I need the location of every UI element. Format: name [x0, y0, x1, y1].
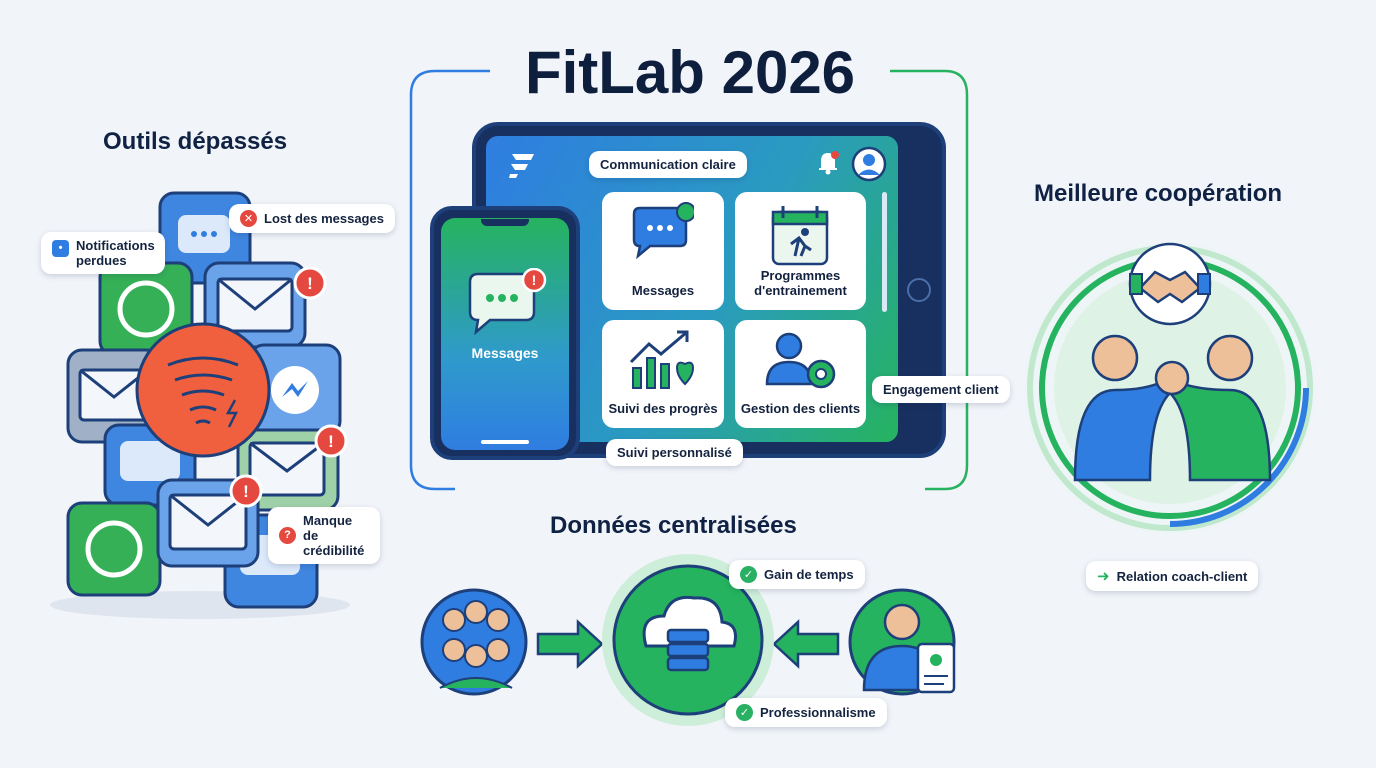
pro-label: Professionnalisme [760, 705, 876, 720]
tablet-home-button[interactable] [907, 278, 931, 302]
calendar-run-icon [771, 206, 829, 266]
card-progres-label: Suivi des progrès [608, 401, 718, 416]
time-callout: ✓ Gain de temps [729, 560, 865, 589]
card-messages-label: Messages [631, 283, 695, 298]
credibility-label: Manque de crédibilité [303, 513, 365, 558]
centralized-data-illustration [420, 554, 956, 726]
svg-text:!: ! [328, 432, 334, 451]
card-progres[interactable]: Suivi des progrès [602, 320, 724, 428]
phone-messages-label: Messages [471, 345, 539, 361]
phone-chat-icon[interactable]: ! [466, 268, 550, 340]
card-clients-label: Gestion des clients [740, 401, 861, 416]
phone-home-bar[interactable] [481, 440, 529, 444]
card-clients[interactable]: Gestion des clients [735, 320, 866, 428]
arrow-right-icon: ➜ [1097, 568, 1110, 585]
communication-callout: Communication claire [589, 151, 747, 178]
lost-messages-label: Lost des messages [264, 211, 384, 226]
question-icon: ? [279, 527, 296, 544]
x-icon: ✕ [240, 210, 257, 227]
check-icon: ✓ [740, 566, 757, 583]
user-avatar-icon[interactable] [851, 146, 887, 182]
communication-label: Communication claire [600, 157, 736, 172]
bell-icon[interactable] [815, 149, 843, 177]
time-label: Gain de temps [764, 567, 854, 582]
notifications-callout: • Notifications perdues [41, 232, 165, 274]
credibility-callout: ? Manque de crédibilité [268, 507, 380, 564]
suivi-label: Suivi personnalisé [617, 445, 732, 460]
bottom-heading: Données centralisées [550, 512, 797, 539]
chat-bubble-icon [632, 202, 694, 260]
card-programmes-label: Programmes d'entrainement [754, 268, 847, 298]
pro-callout: ✓ Professionnalisme [725, 698, 887, 727]
engagement-label: Engagement client [883, 382, 999, 397]
chaos-illustration: ! ! ! [50, 191, 350, 619]
card-programmes[interactable]: Programmes d'entrainement [735, 192, 866, 310]
client-gear-icon [765, 332, 836, 389]
phone-screen [441, 218, 569, 450]
lost-messages-callout: ✕ Lost des messages [229, 204, 395, 233]
card-messages[interactable]: Messages [602, 192, 724, 310]
cooperation-illustration [1024, 242, 1316, 534]
tablet-scrollbar[interactable] [882, 192, 887, 312]
suivi-callout: Suivi personnalisé [606, 439, 743, 466]
progress-chart-icon [629, 330, 695, 389]
center-frame [409, 69, 969, 491]
left-heading: Outils dépassés [103, 128, 288, 155]
svg-text:!: ! [532, 272, 537, 288]
page-title: FitLab 2026 [524, 39, 856, 106]
check-icon: ✓ [736, 704, 753, 721]
chat-alert-icon: • [52, 240, 69, 257]
right-heading: Meilleure coopération [1034, 180, 1283, 207]
phone-notch [481, 219, 529, 226]
relation-label: Relation coach-client [1116, 568, 1248, 584]
svg-text:!: ! [307, 274, 313, 293]
engagement-callout: Engagement client [872, 376, 1010, 403]
notifications-label: Notifications perdues [76, 238, 155, 268]
fitlab-logo-icon [509, 154, 534, 178]
svg-text:!: ! [243, 482, 249, 501]
relation-callout: ➜ Relation coach-client [1086, 561, 1259, 591]
